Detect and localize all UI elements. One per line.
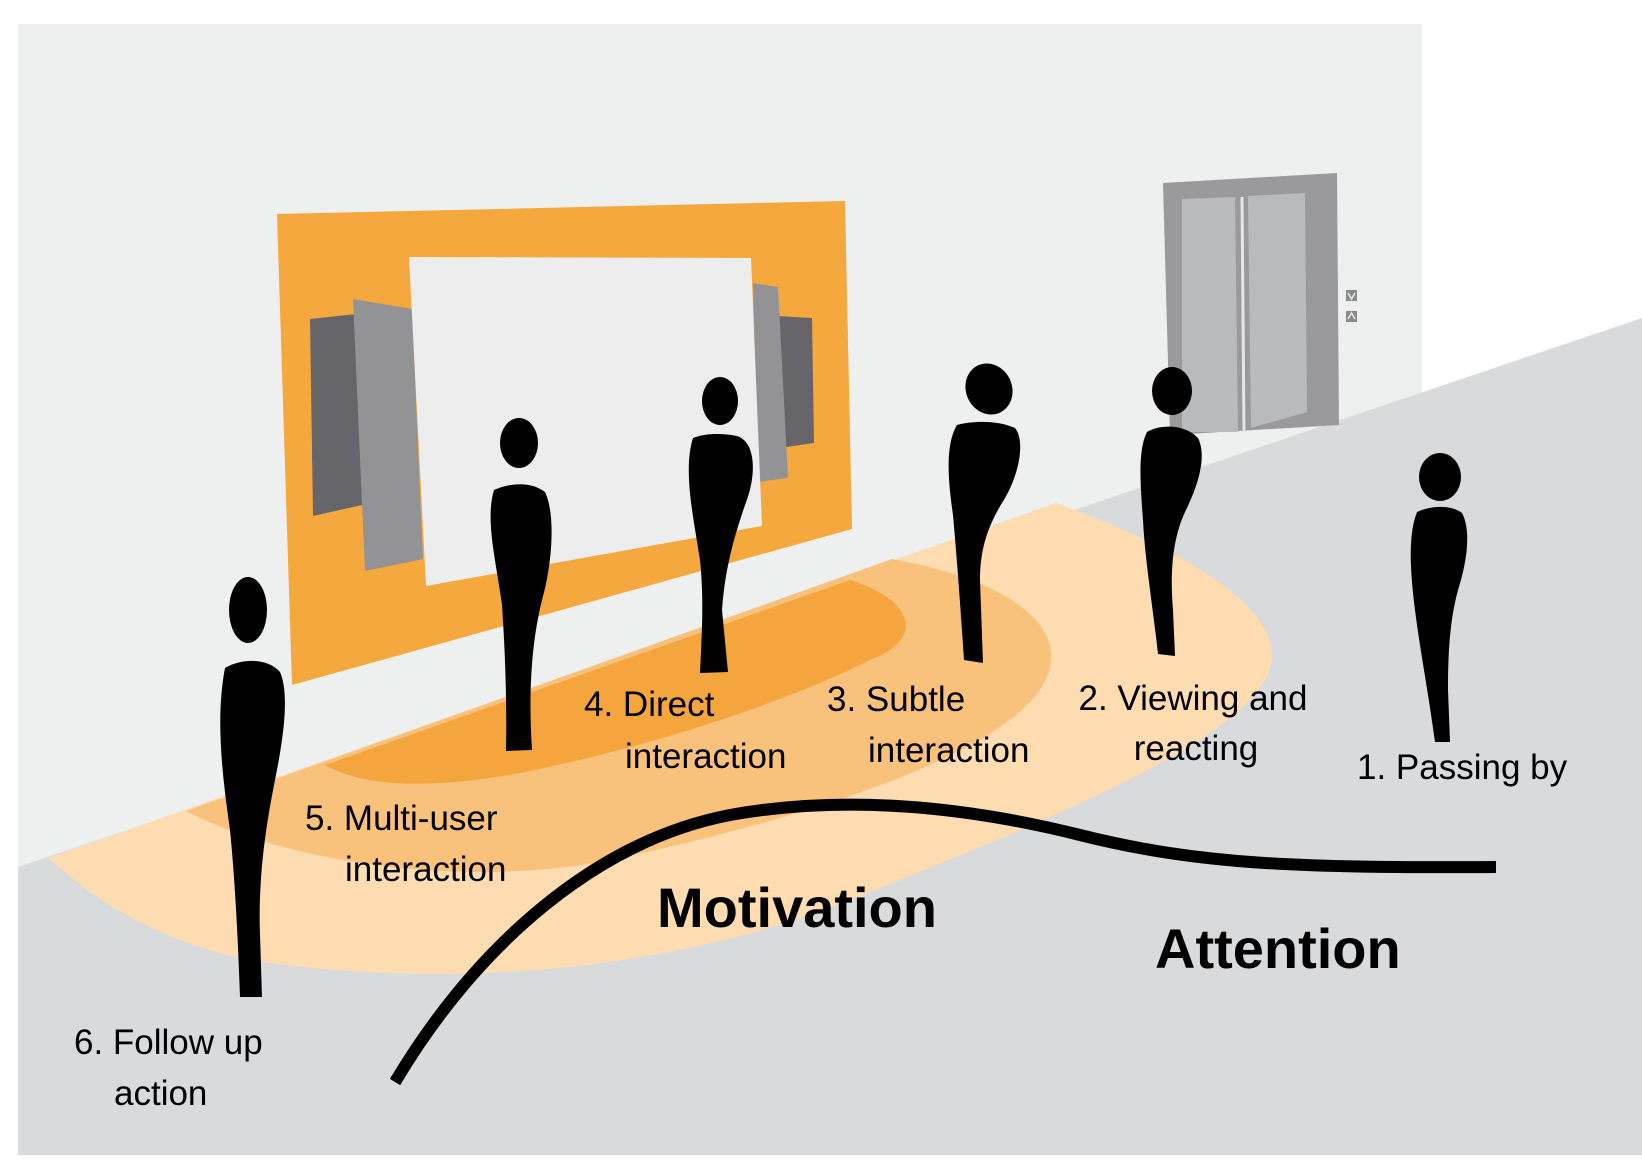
person-silhouette-icon-head: [1152, 367, 1192, 415]
person-silhouette-icon: [688, 433, 753, 673]
stage-label-follow-up: 6. Follow up: [74, 1023, 263, 1062]
side-panel-right-dark: [778, 316, 814, 448]
person-silhouette-icon: [220, 660, 285, 997]
person-silhouette-icon-head: [965, 363, 1013, 415]
person-silhouette-icon: [948, 421, 1021, 663]
side-panel-left-light: [353, 299, 423, 571]
person-subtle-interaction: [948, 363, 1021, 663]
person-silhouette-icon: [490, 484, 552, 751]
person-multi-user-interaction: [490, 418, 552, 751]
elevator-door-left: [1182, 197, 1238, 432]
elevator-down-icon-glyph: [1347, 292, 1356, 301]
person-silhouette-icon-head: [702, 377, 738, 425]
stage-label-multi-user-line2: interaction: [345, 850, 506, 889]
stage-label-subtle-line2: interaction: [868, 731, 1029, 770]
stage-label-multi-user: 5. Multi-user: [305, 799, 498, 838]
stage-label-direct: 4. Direct: [584, 685, 715, 724]
stage-label-follow-up-line2: action: [114, 1074, 207, 1113]
motivation-label: Motivation: [657, 876, 937, 939]
person-viewing-and-reacting: [1140, 367, 1202, 656]
person-silhouette-icon-head: [229, 577, 267, 643]
person-silhouette-icon-head: [500, 418, 538, 468]
stage-label-viewing: 2. Viewing and: [1079, 679, 1308, 718]
side-panel-right-light: [753, 283, 788, 482]
person-silhouette-icon-head: [1419, 453, 1461, 501]
elevator-door-right: [1248, 193, 1307, 428]
elevator-down-icon: [1346, 290, 1357, 301]
person-direct-interaction: [688, 377, 753, 673]
attention-motivation-curve: [389, 798, 1497, 1086]
elevator: [1163, 173, 1357, 435]
person-passing-by: [1410, 453, 1468, 742]
elevator-up-icon: [1346, 311, 1357, 322]
person-follow-up-action: [220, 577, 285, 997]
stage-label-viewing-line2: reacting: [1134, 729, 1259, 768]
stage-label-passing-by: 1. Passing by: [1357, 748, 1568, 787]
attention-label: Attention: [1155, 917, 1401, 980]
person-silhouette-icon: [1140, 426, 1202, 656]
person-silhouette-icon: [1410, 506, 1468, 742]
zone-inner: [325, 580, 906, 784]
elevator-door-gap: [1240, 196, 1246, 433]
side-panel-left-dark: [310, 314, 362, 516]
elevator-up-icon-glyph: [1347, 311, 1356, 320]
stage-label-subtle: 3. Subtle: [827, 680, 965, 719]
stage-label-direct-line2: interaction: [625, 737, 786, 776]
